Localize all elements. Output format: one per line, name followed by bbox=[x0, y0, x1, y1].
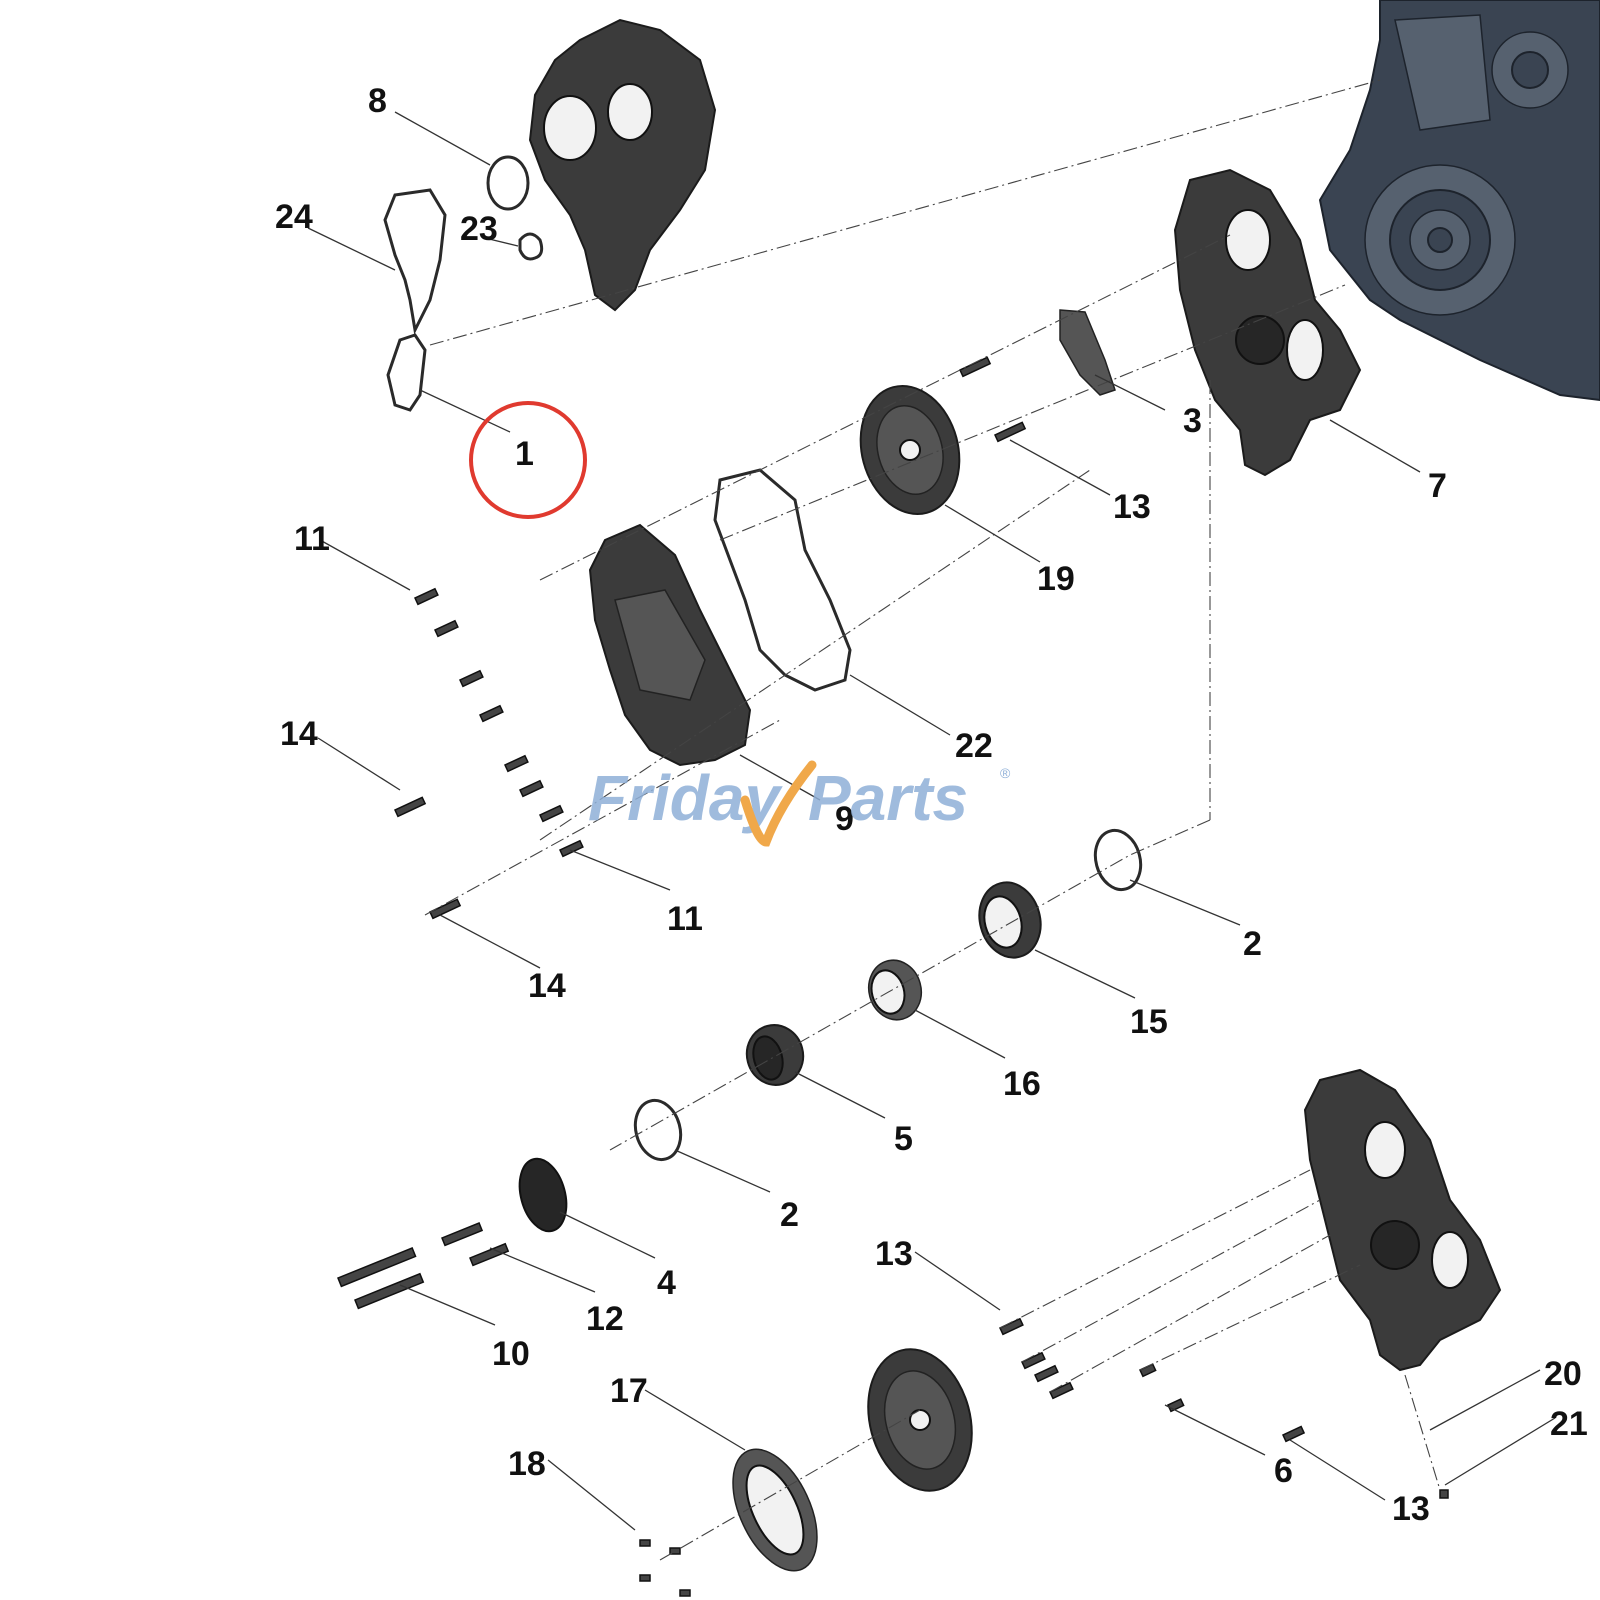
o-ring-8 bbox=[486, 155, 530, 211]
watermark-registered-mark: ® bbox=[1000, 765, 1011, 781]
callout-11-bottom: 11 bbox=[667, 900, 703, 938]
callout-10: 10 bbox=[492, 1335, 530, 1373]
callout-12: 12 bbox=[586, 1300, 624, 1338]
gasket-1 bbox=[386, 333, 427, 412]
callout-24: 24 bbox=[275, 198, 313, 236]
gear-15-part bbox=[978, 881, 1042, 959]
gasket-22 bbox=[713, 468, 852, 692]
front-cover-part bbox=[588, 523, 752, 767]
engine-block bbox=[1318, 0, 1600, 402]
callout-17: 17 bbox=[610, 1372, 648, 1410]
watermark-swoosh bbox=[740, 760, 817, 847]
watermark-brand-part2: Parts bbox=[808, 762, 968, 834]
bushing-16-part bbox=[867, 959, 923, 1021]
o-ring-2-bottom bbox=[633, 1098, 683, 1162]
gaskets bbox=[383, 155, 1143, 1162]
callout-2-bottom: 2 bbox=[780, 1196, 799, 1234]
assembly-lines bbox=[424, 79, 1441, 1561]
gear-19-part bbox=[859, 384, 961, 516]
callout-11-top: 11 bbox=[294, 520, 330, 558]
gear-housing-8-part bbox=[528, 18, 717, 312]
callout-13-top: 13 bbox=[1113, 488, 1151, 526]
callout-2-top: 2 bbox=[1243, 925, 1262, 963]
leader-lines bbox=[307, 111, 1556, 1531]
gear-housing-7-part bbox=[1173, 168, 1362, 477]
callout-23: 23 bbox=[460, 210, 498, 248]
callout-16: 16 bbox=[1003, 1065, 1041, 1103]
hub-5-part bbox=[745, 1024, 805, 1086]
callout-8: 8 bbox=[368, 82, 387, 120]
callout-labels: 8 24 23 1 3 7 13 19 11 14 22 9 11 14 2 1… bbox=[275, 82, 1588, 1528]
callout-13-bottom: 13 bbox=[1392, 1490, 1430, 1528]
thrust-plate-4-part bbox=[518, 1157, 568, 1233]
o-ring-2-top bbox=[1093, 828, 1143, 892]
callout-15: 15 bbox=[1130, 1003, 1168, 1041]
callout-14-top: 14 bbox=[280, 715, 318, 753]
bearing-plate-17-part bbox=[732, 1448, 818, 1572]
callout-14-bottom: 14 bbox=[528, 967, 566, 1005]
gasket-24 bbox=[383, 188, 447, 335]
callout-20: 20 bbox=[1544, 1355, 1582, 1393]
gear-housing-6-part bbox=[1303, 1068, 1502, 1372]
highlight-ring bbox=[469, 401, 587, 519]
callout-5: 5 bbox=[894, 1120, 913, 1158]
callout-13-middle: 13 bbox=[875, 1235, 913, 1273]
callout-22: 22 bbox=[955, 727, 993, 765]
plate-3-part bbox=[1059, 309, 1116, 396]
callout-1: 1 bbox=[515, 435, 534, 473]
callout-21: 21 bbox=[1550, 1405, 1588, 1443]
seal-23 bbox=[518, 232, 544, 261]
callout-4: 4 bbox=[657, 1264, 676, 1302]
callout-6: 6 bbox=[1274, 1452, 1293, 1490]
bottom-gear-part bbox=[867, 1348, 973, 1492]
callout-3: 3 bbox=[1183, 402, 1202, 440]
watermark-logo: Friday Parts ® bbox=[588, 760, 1011, 847]
bolts bbox=[337, 356, 1449, 1597]
callout-18: 18 bbox=[508, 1445, 546, 1483]
callout-19: 19 bbox=[1037, 560, 1075, 598]
callout-9: 9 bbox=[835, 800, 854, 838]
callout-7: 7 bbox=[1428, 467, 1447, 505]
